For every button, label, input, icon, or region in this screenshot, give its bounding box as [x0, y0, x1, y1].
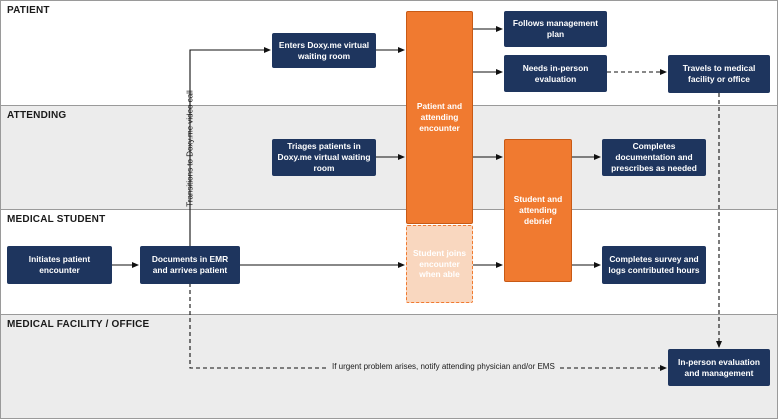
node-follows-plan: Follows management plan [504, 11, 607, 47]
node-triages-patients: Triages patients in Doxy.me virtual wait… [272, 139, 376, 176]
urgent-note: If urgent problem arises, notify attendi… [329, 362, 558, 371]
node-enters-waiting-room: Enters Doxy.me virtual waiting room [272, 33, 376, 68]
node-needs-inperson: Needs in-person evaluation [504, 55, 607, 92]
lane-title-attending: ATTENDING [7, 110, 67, 121]
lane-title-medical-facility: MEDICAL FACILITY / OFFICE [7, 319, 150, 330]
node-initiates-encounter: Initiates patient encounter [7, 246, 112, 284]
node-documents-in-emr: Documents in EMR and arrives patient [140, 246, 240, 284]
node-completes-documentation: Completes documentation and prescribes a… [602, 139, 706, 176]
arrow-emr-to-waiting-room [189, 47, 271, 247]
transition-label: Transitions to Doxy.me video call [185, 90, 195, 207]
node-patient-attending-encounter: Patient and attending encounter [406, 11, 473, 224]
lane-title-medical-student: MEDICAL STUDENT [7, 214, 106, 225]
node-student-joins-encounter: Student joins encounter when able [406, 225, 473, 303]
lane-patient: PATIENT [0, 0, 778, 106]
node-student-attending-debrief: Student and attending debrief [504, 139, 572, 282]
node-completes-survey: Completes survey and logs contributed ho… [602, 246, 706, 284]
lane-title-patient: PATIENT [7, 5, 50, 16]
node-inperson-evaluation: In-person evaluation and management [668, 349, 770, 386]
node-travels-to-facility: Travels to medical facility or office [668, 55, 770, 93]
